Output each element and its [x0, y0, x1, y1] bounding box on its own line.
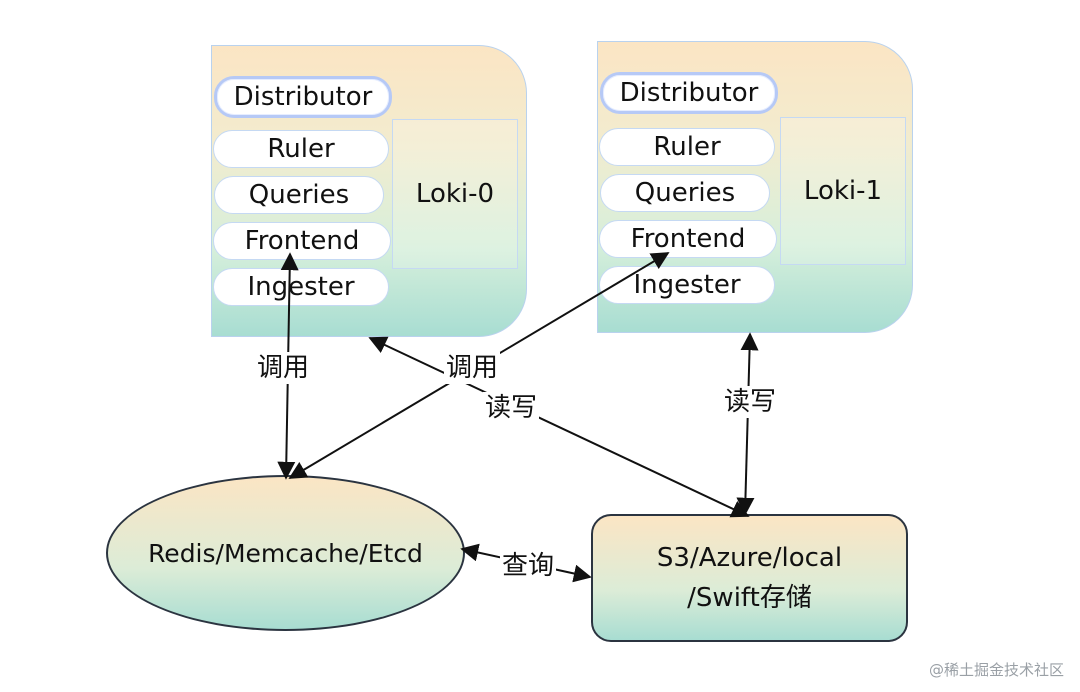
edge-label-rw-right: 读写 — [722, 386, 779, 418]
frontend-box: Frontend — [599, 220, 777, 258]
edge-label-rw-center: 读写 — [483, 392, 540, 424]
distributor-box: Distributor — [600, 72, 778, 114]
edge-label-call-left: 调用 — [255, 352, 312, 384]
watermark: @稀土掘金技术社区 — [928, 661, 1064, 679]
ruler-box: Ruler — [213, 130, 389, 168]
distributor-box: Distributor — [214, 76, 392, 118]
cache-node-label: Redis/Memcache/Etcd — [148, 538, 423, 568]
arrow-loki0-storage — [368, 336, 750, 518]
pod-loki-0: Distributor Ruler Queries Frontend Inges… — [211, 45, 527, 337]
storage-label-line2: /Swift存储 — [687, 583, 812, 613]
arrow-loki1-storage — [736, 332, 759, 516]
storage-label-line1: S3/Azure/local — [656, 543, 843, 573]
queries-box: Queries — [600, 174, 770, 212]
edge-label-query: 查询 — [500, 550, 557, 582]
storage-node: S3/Azure/local /Swift存储 — [591, 514, 908, 642]
queries-box: Queries — [214, 176, 384, 214]
ruler-box: Ruler — [599, 128, 775, 166]
pod-name-label: Loki-1 — [780, 117, 906, 265]
edge-label-call-center: 调用 — [444, 352, 501, 384]
